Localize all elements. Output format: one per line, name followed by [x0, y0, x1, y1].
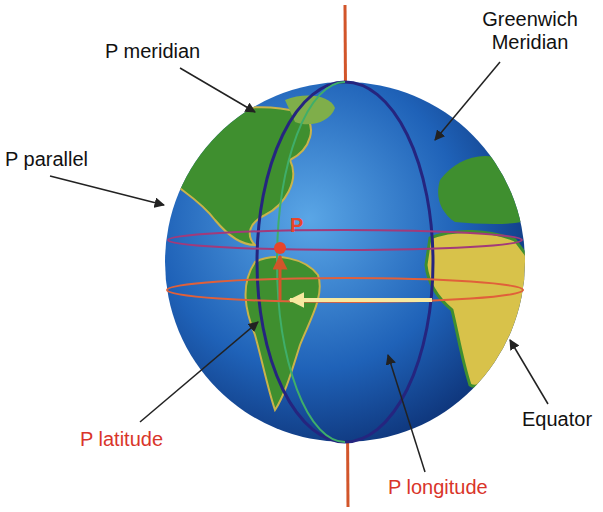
- leader-line: [510, 340, 548, 404]
- latitude-label: P latitude: [80, 428, 163, 451]
- point-p: [274, 242, 286, 254]
- leader-line: [50, 176, 164, 205]
- parallel-label: P parallel: [5, 148, 88, 171]
- africa: [426, 231, 530, 386]
- latitude-arrow: [279, 256, 282, 300]
- europe: [438, 156, 530, 224]
- meridian-label: Greenwich Meridian: [470, 8, 590, 54]
- leader-line: [435, 62, 500, 140]
- leader-line: [388, 355, 425, 472]
- p-meridian-line: [277, 82, 345, 442]
- equator-line: [167, 278, 523, 302]
- p-parallel-line: [168, 230, 522, 250]
- leader-line: [180, 68, 255, 112]
- equator-label: Equator: [522, 408, 592, 431]
- longitude-label: P longitude: [388, 476, 488, 499]
- longitude-arrow: [290, 298, 432, 302]
- point-label: P: [290, 214, 303, 237]
- greenwich-meridian-line: [257, 82, 433, 442]
- continents: [170, 96, 530, 410]
- leader-line: [140, 322, 258, 422]
- meridian-label: P meridian: [105, 40, 200, 63]
- north-america: [170, 107, 311, 245]
